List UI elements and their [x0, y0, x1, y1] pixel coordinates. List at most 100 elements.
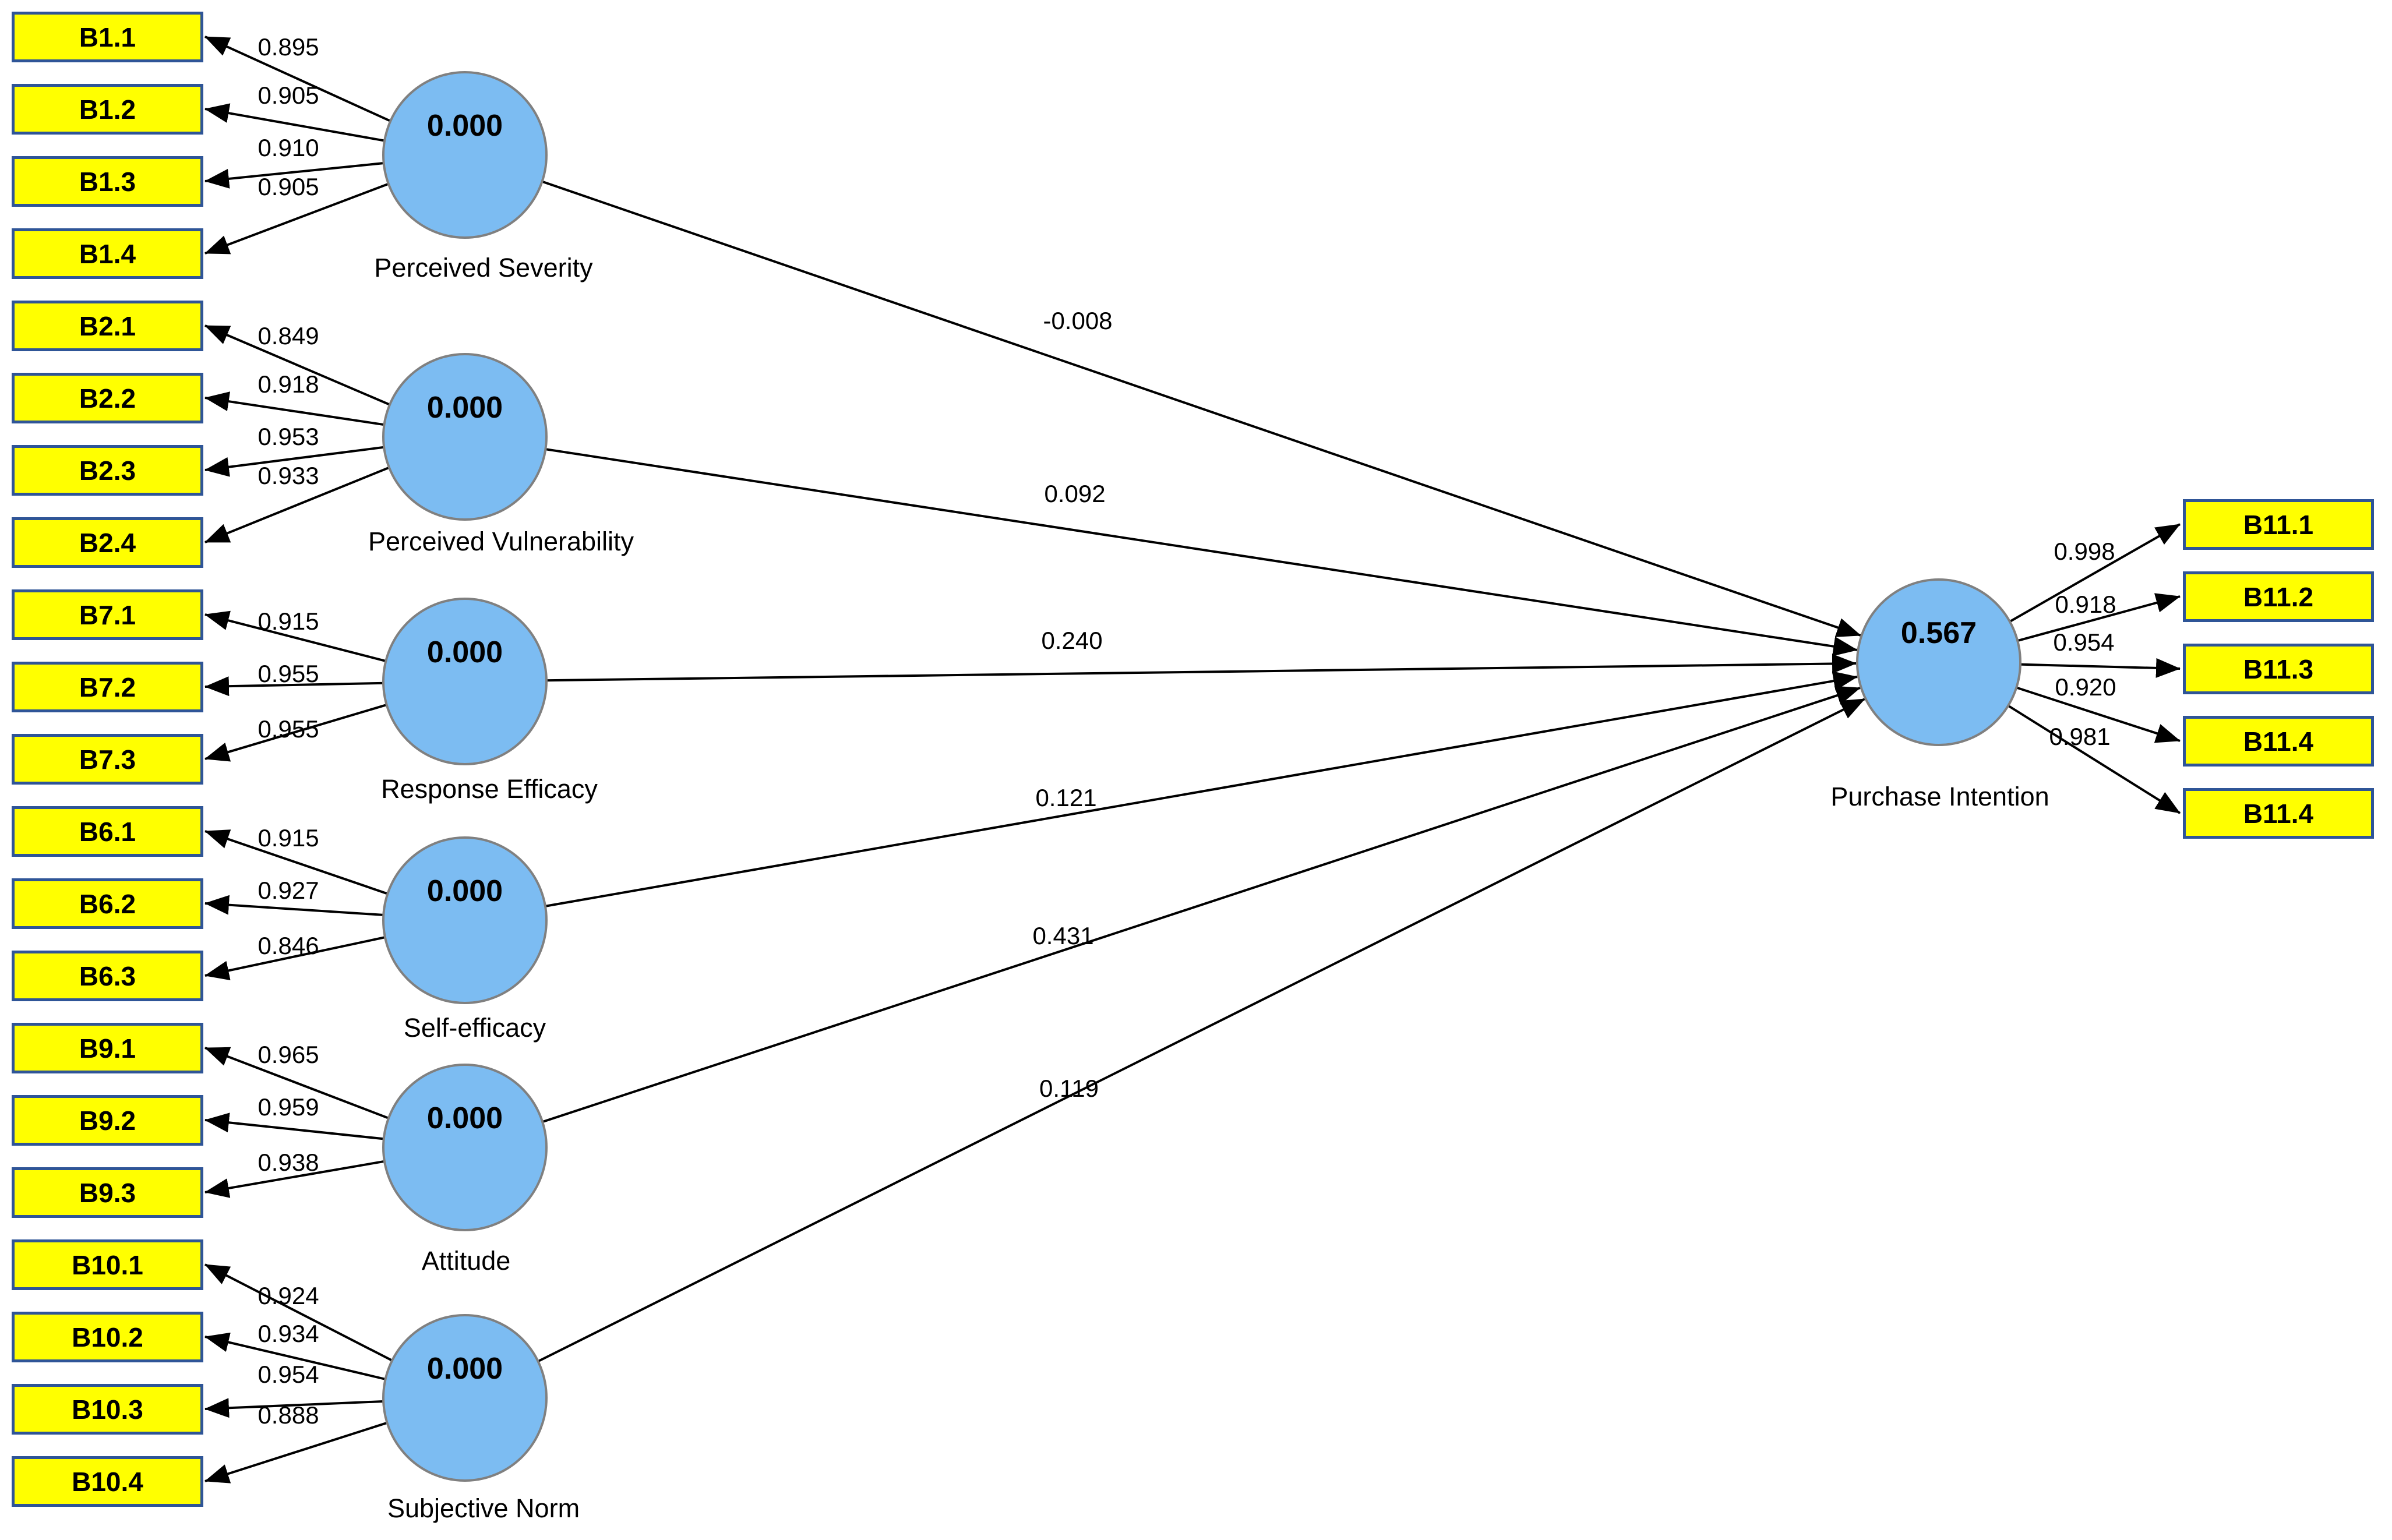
loading-label: 0.895: [257, 33, 319, 61]
indicator-label: B10.3: [72, 1394, 143, 1425]
path-sn-pi: [464, 698, 1865, 1399]
path-se-pi: [464, 671, 1858, 921]
indicator-label: B6.2: [79, 888, 136, 919]
construct-perceived-vulnerability[interactable]: [382, 353, 548, 521]
indicator-box-b10-4[interactable]: B10.4: [12, 1456, 203, 1507]
loading-label: 0.905: [257, 82, 319, 109]
indicator-label: B7.3: [79, 744, 136, 775]
construct-name-attitude: Attitude: [421, 1246, 511, 1276]
indicator-label: B6.1: [79, 816, 136, 847]
indicator-box-b10-2[interactable]: B10.2: [12, 1312, 203, 1362]
construct-name-perceived-severity: Perceived Severity: [374, 253, 593, 282]
construct-name-perceived-vulnerability: Perceived Vulnerability: [368, 527, 634, 556]
construct-response-efficacy[interactable]: [382, 598, 548, 765]
construct-subjective-norm[interactable]: [382, 1314, 548, 1482]
loading-label: 0.998: [2054, 538, 2115, 565]
construct-name-response-efficacy: Response Efficacy: [381, 774, 598, 804]
loading-label: 0.953: [257, 423, 319, 450]
path-at-pi: [464, 686, 1861, 1149]
path-coefficient-pv-pi: 0.092: [1044, 480, 1106, 507]
construct-self-efficacy[interactable]: [382, 836, 548, 1004]
indicator-label: B1.4: [79, 238, 136, 269]
construct-attitude[interactable]: [382, 1064, 548, 1231]
construct-value: 0.000: [426, 1352, 503, 1386]
indicator-box-b11-3[interactable]: B11.3: [2183, 644, 2374, 694]
indicator-box-b6-2[interactable]: B6.2: [12, 878, 203, 929]
path-ps-pi: [464, 154, 1861, 637]
indicator-box-b1-2[interactable]: B1.2: [12, 84, 203, 135]
loading-label: 0.954: [257, 1361, 319, 1388]
indicator-box-b7-3[interactable]: B7.3: [12, 734, 203, 785]
loading-label: 0.938: [257, 1149, 319, 1176]
indicator-label: B11.2: [2243, 581, 2314, 612]
indicator-label: B10.4: [72, 1466, 143, 1497]
indicator-box-b10-3[interactable]: B10.3: [12, 1384, 203, 1435]
indicator-box-b2-1[interactable]: B2.1: [12, 301, 203, 351]
loading-label: 0.954: [2053, 628, 2115, 656]
indicator-label: B1.3: [79, 166, 136, 197]
loading-label: 0.888: [257, 1401, 319, 1429]
indicator-box-b9-1[interactable]: B9.1: [12, 1023, 203, 1073]
indicator-label: B7.2: [79, 672, 136, 702]
construct-name-self-efficacy: Self-efficacy: [403, 1013, 546, 1043]
construct-name-subjective-norm: Subjective Norm: [387, 1493, 580, 1523]
indicator-box-b1-4[interactable]: B1.4: [12, 228, 203, 279]
loading-label: 0.846: [257, 932, 319, 959]
loading-label: 0.920: [2055, 673, 2116, 701]
indicator-box-b10-1[interactable]: B10.1: [12, 1239, 203, 1290]
loading-label: 0.981: [2049, 723, 2111, 750]
construct-purchase-intention[interactable]: [1856, 578, 2021, 746]
loading-label: 0.959: [257, 1093, 319, 1121]
indicator-label: B2.3: [79, 455, 136, 486]
indicator-label: B2.1: [79, 310, 136, 341]
loading-label: 0.924: [257, 1282, 319, 1309]
indicator-box-b7-2[interactable]: B7.2: [12, 662, 203, 712]
construct-value: 0.000: [426, 109, 503, 143]
construct-name-purchase-intention: Purchase Intention: [1830, 782, 2049, 811]
loading-label: 0.955: [257, 660, 319, 687]
indicator-box-b2-4[interactable]: B2.4: [12, 517, 203, 568]
loading-label: 0.955: [257, 715, 319, 743]
indicator-label: B9.3: [79, 1177, 136, 1208]
indicator-label: B11.1: [2243, 509, 2314, 540]
indicator-label: B1.2: [79, 94, 136, 125]
loading-label: 0.933: [257, 462, 319, 489]
loading-label: 0.905: [257, 173, 319, 200]
indicator-label: B10.2: [72, 1322, 143, 1352]
path-coefficient-se-pi: 0.121: [1035, 784, 1097, 811]
construct-value: 0.000: [426, 1101, 503, 1135]
indicator-box-b11-2[interactable]: B11.2: [2183, 571, 2374, 622]
loading-label: 0.910: [257, 134, 319, 161]
indicator-label: B11.4: [2243, 798, 2314, 829]
indicator-box-b9-3[interactable]: B9.3: [12, 1167, 203, 1218]
loading-label: 0.918: [2055, 591, 2116, 618]
indicator-box-b2-2[interactable]: B2.2: [12, 373, 203, 423]
loading-label: 0.934: [257, 1320, 319, 1347]
indicator-box-b11-4[interactable]: B11.4: [2183, 716, 2374, 767]
path-coefficient-re-pi: 0.240: [1041, 627, 1103, 654]
indicator-box-b11-1[interactable]: B11.1: [2183, 499, 2374, 550]
indicator-box-b6-3[interactable]: B6.3: [12, 951, 203, 1001]
indicator-label: B11.3: [2243, 654, 2314, 684]
loading-label: 0.918: [257, 370, 319, 398]
indicator-box-b2-3[interactable]: B2.3: [12, 445, 203, 496]
indicator-label: B6.3: [79, 960, 136, 991]
indicator-box-b11-4b[interactable]: B11.4: [2183, 788, 2374, 839]
indicator-label: B1.1: [79, 22, 136, 52]
indicator-box-b1-1[interactable]: B1.1: [12, 12, 203, 62]
indicator-box-b6-1[interactable]: B6.1: [12, 806, 203, 857]
construct-perceived-severity[interactable]: [382, 71, 548, 239]
indicator-box-b1-3[interactable]: B1.3: [12, 156, 203, 207]
indicator-label: B2.4: [79, 527, 136, 558]
indicator-label: B2.2: [79, 383, 136, 414]
path-coefficient-ps-pi: -0.008: [1043, 307, 1113, 334]
construct-value: 0.567: [1900, 616, 1977, 650]
path-pv-pi: [464, 436, 1858, 656]
indicator-box-b9-2[interactable]: B9.2: [12, 1095, 203, 1146]
loading-label: 0.965: [257, 1041, 319, 1068]
indicator-label: B10.1: [72, 1249, 143, 1280]
construct-value: 0.000: [426, 874, 503, 908]
indicator-box-b7-1[interactable]: B7.1: [12, 589, 203, 640]
